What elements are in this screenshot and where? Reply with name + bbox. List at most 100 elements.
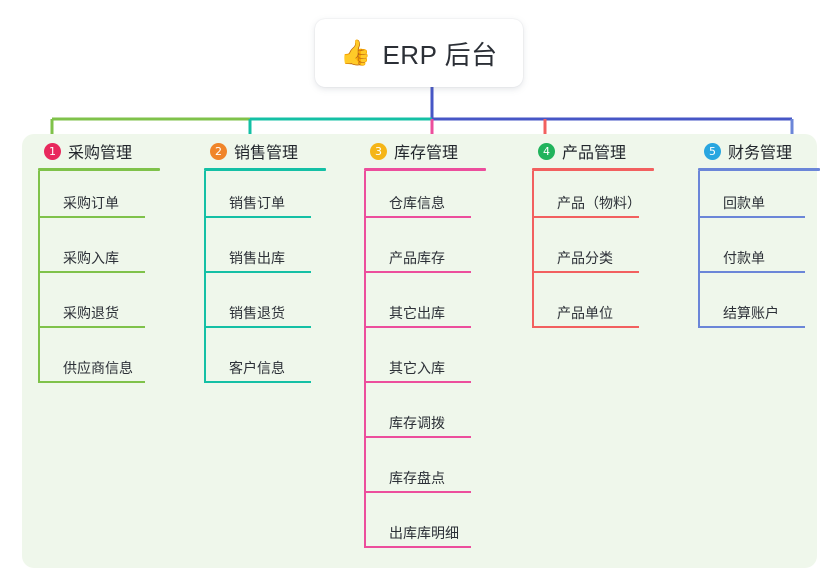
branch-item-label: 出库库明细 [389,525,459,541]
branch-header-underline [38,168,160,171]
branch-spine [532,171,534,328]
branch-item-label: 采购订单 [63,195,119,211]
branch-item-underline [366,436,471,438]
branch-item-label: 采购入库 [63,250,119,266]
branch-title: 财务管理 [728,145,793,162]
branch-spine [364,171,366,548]
branch-column: 2 销售管理销售订单销售出库销售退货客户信息 [196,134,356,391]
branch-item[interactable]: 销售退货 [204,281,356,336]
branch-item-label: 产品（物料） [557,195,641,211]
branch-item-label: 结算账户 [723,305,779,321]
branch-item-label: 产品分类 [557,250,613,266]
root-node-content: 👍 ERP 后台 [340,35,497,72]
branch-item[interactable]: 库存盘点 [364,446,516,501]
branch-item-label: 销售退货 [229,305,285,321]
branch-item[interactable]: 产品单位 [532,281,684,336]
branch-item-underline [700,326,805,328]
branch-item-underline [534,326,639,328]
root-node-card[interactable]: 👍 ERP 后台 [315,19,523,87]
branch-item-underline [366,216,471,218]
branch-item-label: 库存调拨 [389,415,445,431]
branch-item-label: 仓库信息 [389,195,445,211]
branch-item-label: 销售出库 [229,250,285,266]
branch-header[interactable]: 2 销售管理 [196,134,356,168]
branch-item-underline [700,271,805,273]
branch-item-underline [206,381,311,383]
branch-item[interactable]: 付款单 [698,226,839,281]
branch-item[interactable]: 出库库明细 [364,501,516,556]
branch-item-underline [366,326,471,328]
branch-column: 5 财务管理回款单付款单结算账户 [690,134,839,336]
branch-header-underline [204,168,326,171]
branch-item[interactable]: 回款单 [698,171,839,226]
branch-column: 1 采购管理采购订单采购入库采购退货供应商信息 [30,134,190,391]
branch-item-underline [366,381,471,383]
branch-item-list: 销售订单销售出库销售退货客户信息 [196,171,356,391]
branch-item[interactable]: 销售订单 [204,171,356,226]
branch-number-badge: 5 [704,142,721,160]
branch-item-underline [40,326,145,328]
branch-item-underline [366,271,471,273]
branch-item-underline [206,326,311,328]
branch-item-underline [206,216,311,218]
branch-item-label: 产品库存 [389,250,445,266]
branch-item[interactable]: 客户信息 [204,336,356,391]
branch-item[interactable]: 仓库信息 [364,171,516,226]
branch-item-list: 采购订单采购入库采购退货供应商信息 [30,171,190,391]
branch-spine [204,171,206,383]
branch-item-label: 客户信息 [229,360,285,376]
branch-item[interactable]: 库存调拨 [364,391,516,446]
branches-panel: 1 采购管理采购订单采购入库采购退货供应商信息 2 销售管理销售订单销售出库销售退货客… [22,134,820,568]
branch-item-label: 产品单位 [557,305,613,321]
branch-item-underline [534,271,639,273]
branch-number-badge: 1 [44,142,61,160]
branch-number-badge: 2 [210,142,227,160]
branch-item[interactable]: 采购退货 [38,281,190,336]
branch-item-underline [40,271,145,273]
branch-item-underline [366,546,471,548]
branch-item[interactable]: 其它出库 [364,281,516,336]
branch-item[interactable]: 产品分类 [532,226,684,281]
branch-title: 销售管理 [234,145,299,162]
branch-spine [698,171,700,328]
branch-item-label: 回款单 [723,195,765,211]
thumbs-up-icon: 👍 [340,38,372,67]
branch-item[interactable]: 采购入库 [38,226,190,281]
branch-item-label: 供应商信息 [63,360,133,376]
branch-item[interactable]: 供应商信息 [38,336,190,391]
branch-item-underline [366,491,471,493]
branch-item[interactable]: 产品库存 [364,226,516,281]
branch-item-label: 付款单 [723,250,765,266]
branch-item[interactable]: 采购订单 [38,171,190,226]
branch-item-list: 仓库信息产品库存其它出库其它入库库存调拨库存盘点出库库明细 [356,171,516,556]
branch-header[interactable]: 1 采购管理 [30,134,190,168]
branch-header-underline [532,168,654,171]
branch-item-label: 其它出库 [389,305,445,321]
branch-title: 产品管理 [562,145,627,162]
branch-item[interactable]: 其它入库 [364,336,516,391]
branch-item-underline [40,381,145,383]
branch-header[interactable]: 5 财务管理 [690,134,839,168]
branch-item-list: 产品（物料） 产品分类产品单位 [524,171,684,336]
root-node-title: ERP 后台 [382,39,498,70]
branch-item[interactable]: 结算账户 [698,281,839,336]
branch-item-label: 其它入库 [389,360,445,376]
branch-item[interactable]: 产品（物料） [532,171,684,226]
branch-header-underline [364,168,486,171]
branch-item-underline [534,216,639,218]
branch-header-underline [698,168,820,171]
branch-item-label: 采购退货 [63,305,119,321]
branch-item-underline [206,271,311,273]
branch-item-label: 库存盘点 [389,470,445,486]
branch-item[interactable]: 销售出库 [204,226,356,281]
branch-item-label: 销售订单 [229,195,285,211]
branch-item-list: 回款单付款单结算账户 [690,171,839,336]
branch-number-badge: 3 [370,142,387,160]
branch-item-underline [40,216,145,218]
branch-title: 采购管理 [68,145,133,162]
